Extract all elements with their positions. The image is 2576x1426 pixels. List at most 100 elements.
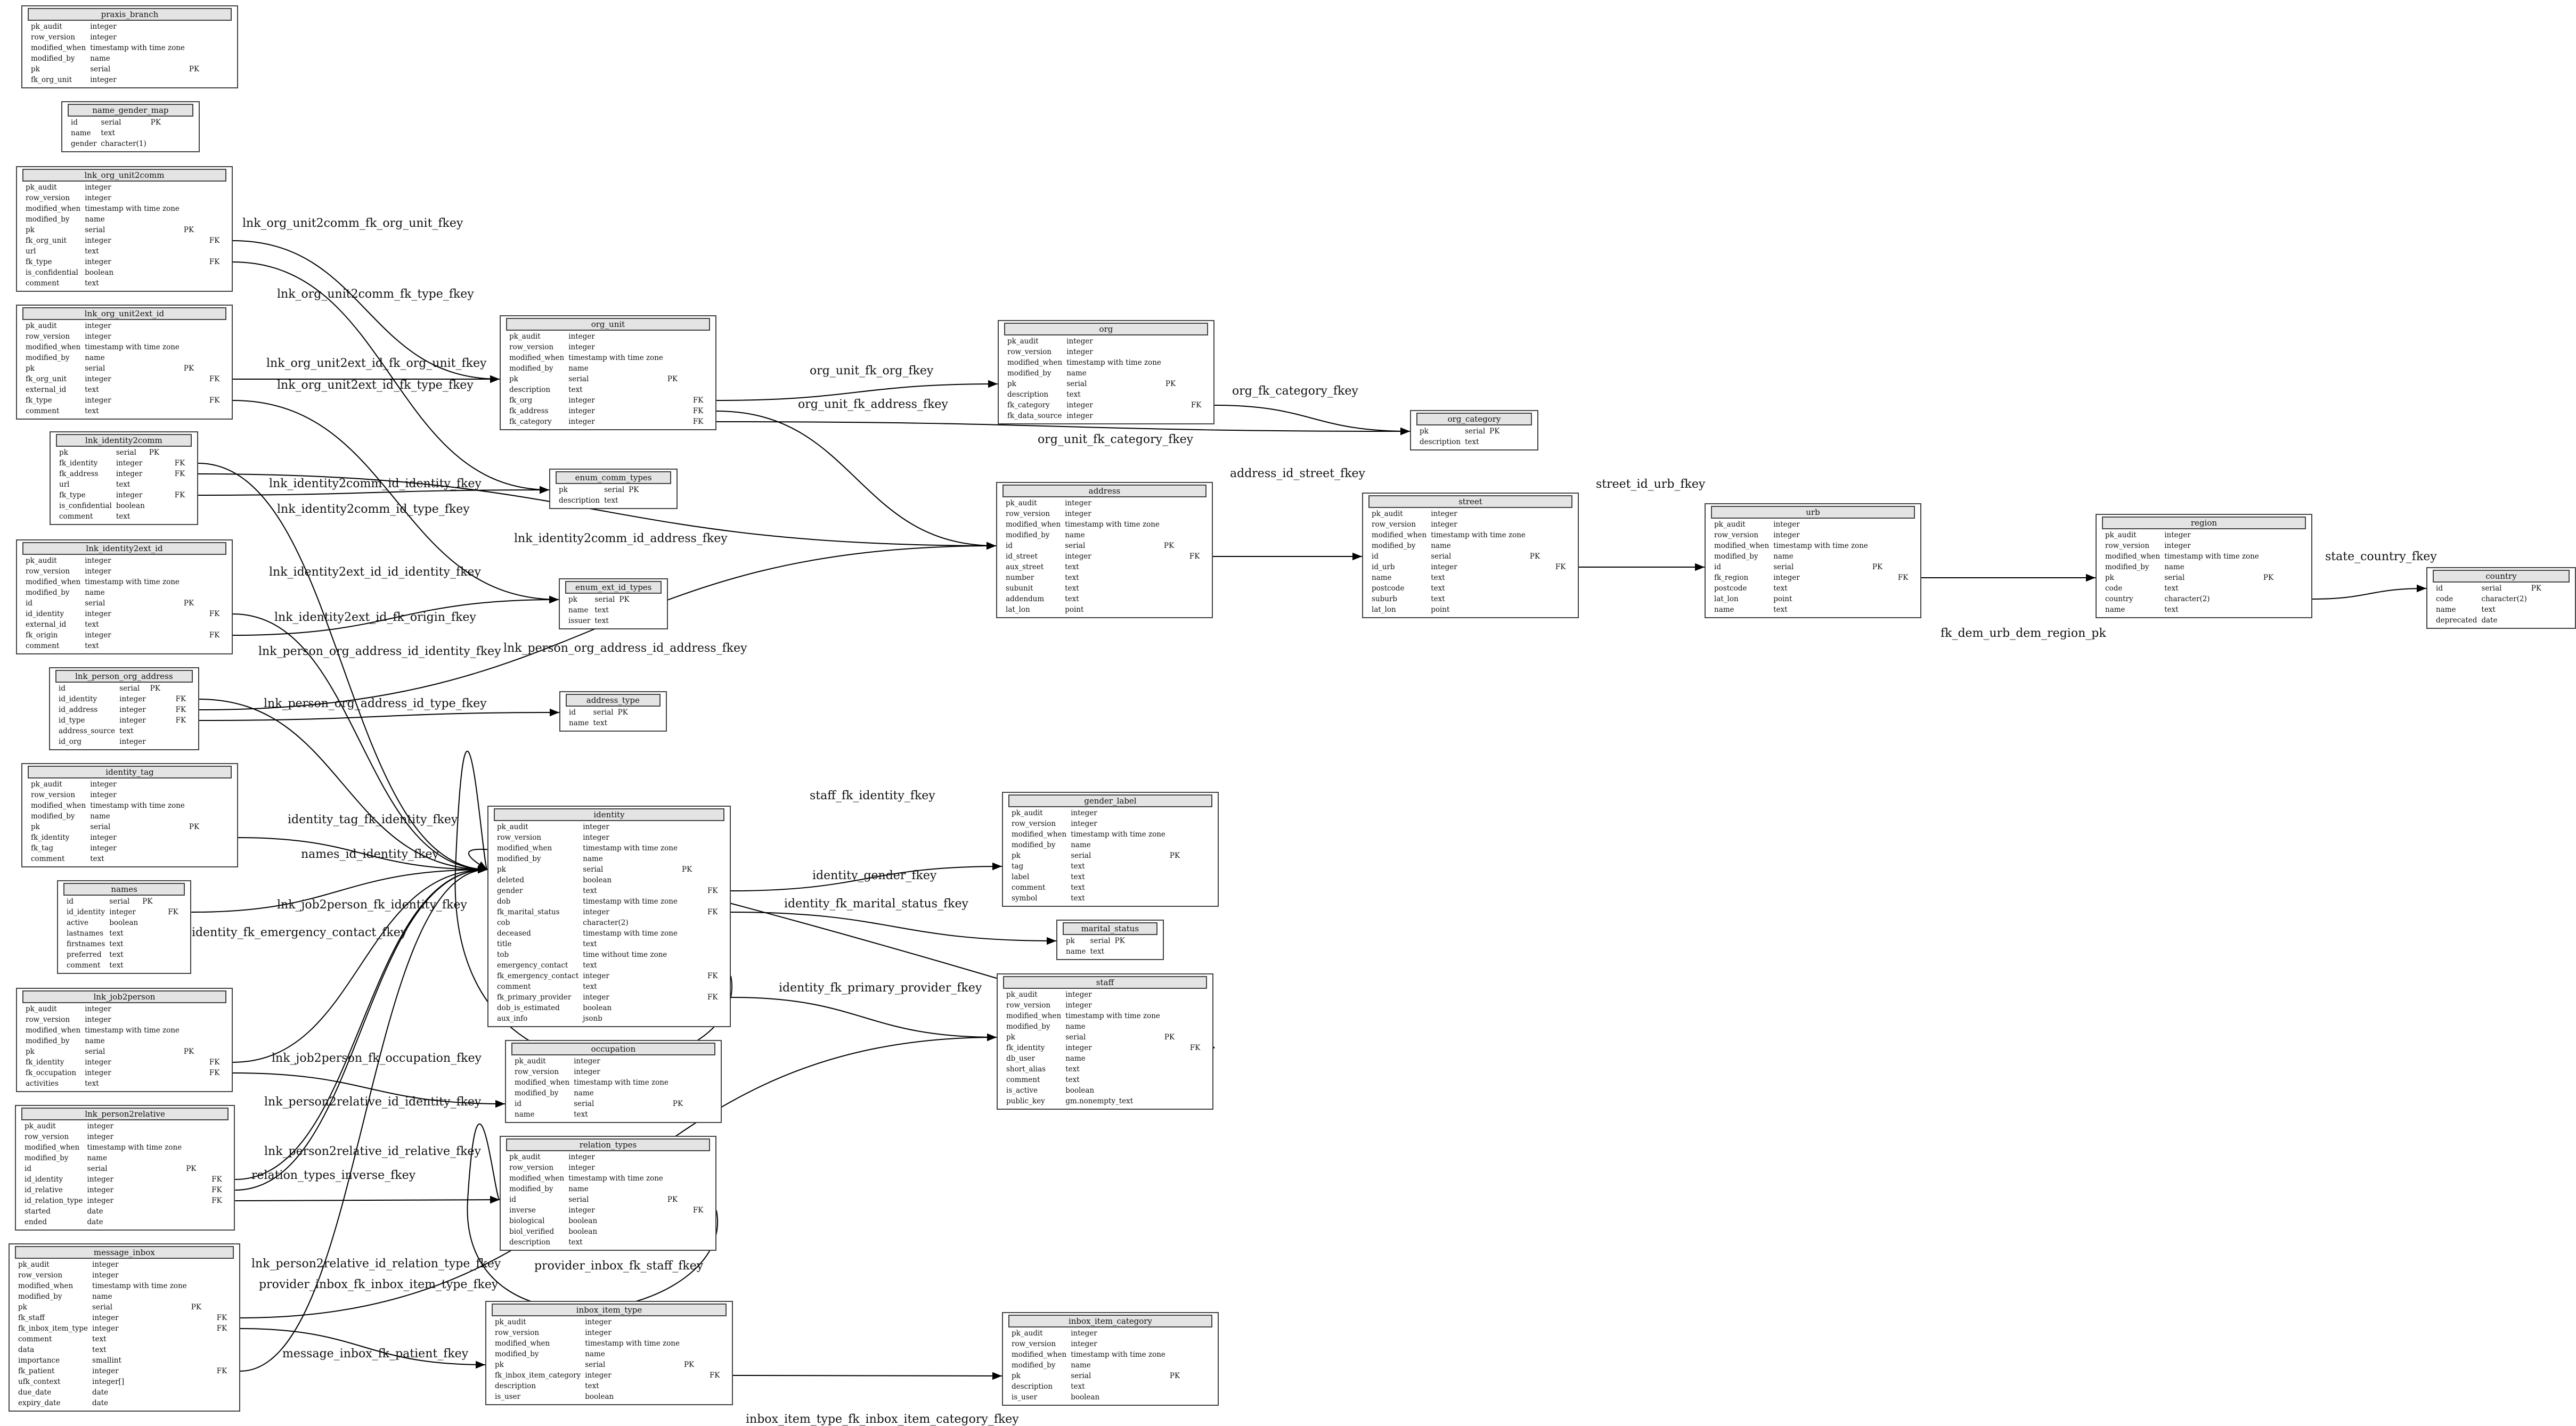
column-name: comment	[26, 407, 60, 415]
foreign-key-marker	[215, 43, 232, 53]
column-type: text	[604, 496, 618, 505]
foreign-key-marker	[693, 1237, 710, 1248]
foreign-key-marker	[215, 832, 232, 843]
column-type: name	[1431, 542, 1451, 550]
column-type: integer	[1071, 809, 1097, 817]
foreign-key-marker	[215, 800, 232, 811]
foreign-key-marker	[2555, 615, 2570, 626]
primary-key-marker	[682, 875, 707, 886]
primary-key-marker: PK	[150, 118, 161, 127]
primary-key-marker	[1165, 389, 1191, 400]
primary-key-marker	[1170, 861, 1195, 872]
column-name: id	[1714, 563, 1721, 571]
column-name: fk_emergency_contact	[497, 972, 579, 980]
column-name: modified_by	[1007, 369, 1051, 378]
foreign-key-marker	[707, 822, 724, 832]
column-type: integer	[568, 1206, 595, 1215]
column-type: timestamp with time zone	[583, 844, 678, 853]
primary-key-marker	[2263, 594, 2289, 604]
column-name: modified_when	[515, 1078, 570, 1087]
table-title: inbox_item_category	[1008, 1315, 1212, 1327]
column-name: name	[515, 1110, 535, 1119]
primary-key-marker	[184, 278, 209, 289]
primary-key-marker: PK	[2263, 573, 2274, 582]
column-name: ufk_context	[18, 1378, 61, 1386]
foreign-key-marker	[1195, 850, 1212, 861]
primary-key-marker	[184, 395, 209, 406]
column-type: boolean	[583, 876, 612, 884]
foreign-key-marker	[209, 641, 226, 651]
column-name: address_source	[59, 727, 116, 735]
column-type: serial	[109, 897, 130, 906]
foreign-key-marker	[643, 707, 661, 718]
column-type: text	[1090, 947, 1104, 956]
foreign-key-marker	[209, 555, 226, 566]
primary-key-marker	[1165, 357, 1191, 368]
column-type: timestamp with time zone	[90, 801, 185, 810]
column-type: date	[2481, 616, 2498, 625]
foreign-key-marker	[1191, 357, 1208, 368]
column-name: pk_audit	[1007, 337, 1039, 346]
column-type: date	[92, 1388, 109, 1397]
column-name: id_identity	[25, 1175, 63, 1184]
edge-relation-types-inverse-fkey	[467, 1123, 719, 1310]
column-type: integer	[1066, 348, 1093, 356]
table-title: urb	[1711, 506, 1915, 519]
foreign-key-marker	[710, 1359, 727, 1370]
column-name: active	[67, 919, 88, 927]
foreign-key-marker	[2555, 604, 2570, 615]
primary-key-marker	[186, 1153, 211, 1163]
column-name: expiry_date	[18, 1399, 61, 1407]
column-type: integer	[119, 695, 146, 703]
primary-key-marker	[184, 257, 209, 267]
column-name: pk	[26, 1047, 35, 1056]
column-name: id	[67, 897, 74, 906]
table-title: lnk_person_org_address	[55, 670, 193, 683]
edge-lnk-person2relative-id-identity-fkey	[235, 865, 488, 1180]
table-title: region	[2102, 517, 2306, 529]
